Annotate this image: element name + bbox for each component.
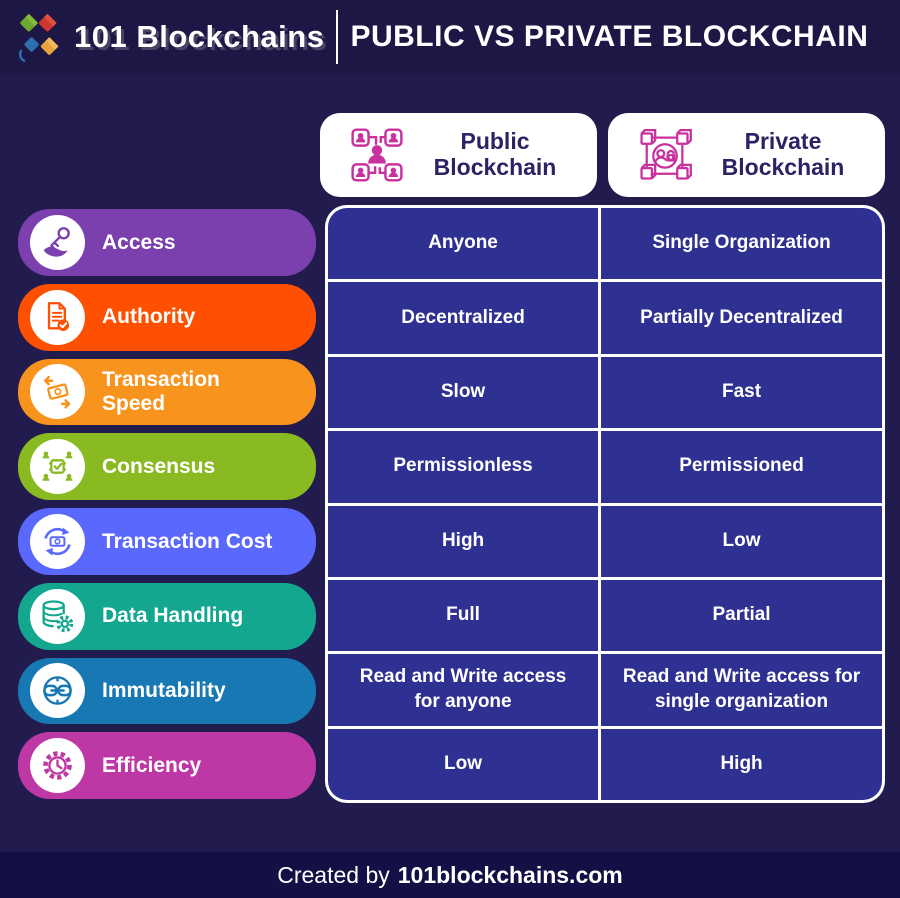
cell-authority-private: Partially Decentralized — [601, 282, 882, 354]
attribute-label: Transaction Cost — [102, 529, 273, 553]
pill-transaction-speed: Transaction Speed — [18, 358, 316, 426]
cell-consensus-private: Permissioned — [601, 431, 882, 503]
pill-access: Access — [18, 209, 316, 276]
cell-data-private: Partial — [601, 579, 882, 652]
cell-cost-private: Low — [601, 505, 882, 577]
attribute-label: Data Handling — [102, 604, 244, 628]
cell-speed-private: Fast — [601, 356, 882, 429]
cell-immutability-public: Read and Write access for anyone — [328, 654, 599, 726]
comparison-table: Anyone Single Organization Decentralized… — [325, 205, 885, 803]
comparison-body: Access Authority — [18, 205, 885, 803]
footer-site: 101blockchains.com — [397, 861, 623, 888]
cell-immutability-private: Read and Write access for single organiz… — [601, 654, 882, 726]
brand-name: 101 Blockchains — [74, 18, 325, 54]
attribute-label: Immutability — [102, 679, 226, 703]
private-network-lock-icon — [635, 125, 695, 185]
header-divider — [336, 9, 339, 64]
chain-link-icon — [30, 663, 85, 719]
main-content: Public Blockchain — [0, 73, 900, 803]
key-in-hand-icon — [30, 214, 85, 270]
footer-prefix: Created by — [277, 861, 390, 888]
pill-consensus: Consensus — [18, 433, 316, 500]
column-headers-row: Public Blockchain — [320, 113, 885, 197]
cell-data-public: Full — [328, 579, 599, 652]
cell-consensus-public: Permissionless — [328, 431, 599, 503]
attribute-label: Consensus — [102, 454, 216, 478]
cell-access-public: Anyone — [328, 208, 599, 280]
public-column-title: Public Blockchain — [433, 128, 557, 180]
public-blockchain-card: Public Blockchain — [320, 113, 597, 197]
group-agree-icon — [30, 439, 85, 495]
top-header-bar: 101 Blockchains PUBLIC VS PRIVATE BLOCKC… — [0, 0, 900, 73]
attribute-label: Efficiency — [102, 753, 202, 777]
cell-access-private: Single Organization — [601, 208, 882, 280]
cell-speed-public: Slow — [328, 356, 599, 429]
brand-cubes-logo-icon — [18, 13, 59, 62]
attribute-label: Authority — [102, 305, 196, 329]
cell-efficiency-public: Low — [328, 728, 599, 800]
page-title: PUBLIC VS PRIVATE BLOCKCHAIN — [350, 19, 869, 53]
pill-authority: Authority — [18, 283, 316, 351]
cell-efficiency-private: High — [601, 728, 882, 800]
pill-transaction-cost: Transaction Cost — [18, 508, 316, 575]
pill-efficiency: Efficiency — [18, 732, 316, 799]
pill-data-handling: Data Handling — [18, 582, 316, 650]
private-column-title: Private Blockchain — [721, 128, 845, 180]
money-cycle-icon — [30, 513, 85, 569]
public-network-icon — [347, 125, 407, 185]
attribute-pills-column: Access Authority — [18, 205, 316, 803]
footer-credit-bar: Created by 101blockchains.com — [0, 852, 900, 898]
attribute-label: Transaction Speed — [102, 368, 220, 415]
attribute-label: Access — [102, 230, 176, 254]
document-check-icon — [30, 289, 85, 345]
money-transfer-icon — [30, 364, 85, 420]
private-blockchain-card: Private Blockchain — [608, 113, 885, 197]
pill-immutability: Immutability — [18, 657, 316, 725]
cell-authority-public: Decentralized — [328, 282, 599, 354]
gear-clock-icon — [30, 738, 85, 794]
database-gear-icon — [30, 588, 85, 644]
cell-cost-public: High — [328, 505, 599, 577]
